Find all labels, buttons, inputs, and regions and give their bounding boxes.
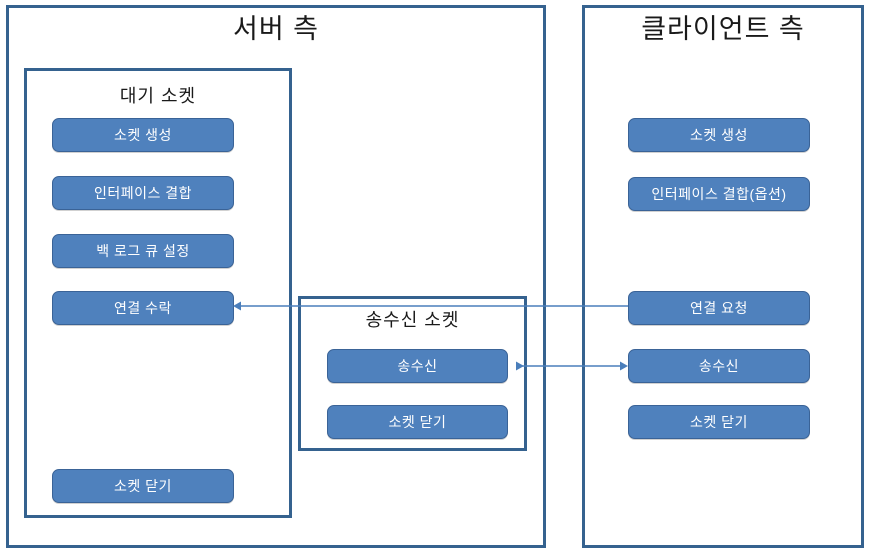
node-label: 연결 요청 xyxy=(690,300,748,316)
server-node-close-socket[interactable]: 소켓 닫기 xyxy=(52,469,234,503)
node-label: 송수신 xyxy=(397,358,438,374)
node-label: 연결 수락 xyxy=(114,300,172,316)
server-node-accept-connection[interactable]: 연결 수락 xyxy=(52,291,234,325)
server-node-transfer-close-socket[interactable]: 소켓 닫기 xyxy=(327,405,508,439)
server-node-set-backlog-queue[interactable]: 백 로그 큐 설정 xyxy=(52,234,234,268)
node-label: 인터페이스 결합(옵션) xyxy=(651,186,787,202)
server-panel-title: 서버 측 xyxy=(232,14,320,44)
node-label: 소켓 생성 xyxy=(690,127,748,143)
node-label: 인터페이스 결합 xyxy=(93,185,193,201)
node-label: 송수신 xyxy=(698,358,740,374)
transfer-socket-title: 송수신 소켓 xyxy=(365,310,460,330)
node-label: 소켓 닫기 xyxy=(388,414,447,430)
node-label: 소켓 닫기 xyxy=(690,414,748,430)
client-panel xyxy=(582,5,864,548)
node-label: 소켓 생성 xyxy=(114,127,172,143)
client-panel-title: 클라이언트 측 xyxy=(641,14,805,44)
client-node-transfer[interactable]: 송수신 xyxy=(628,349,810,383)
client-node-create-socket[interactable]: 소켓 생성 xyxy=(628,118,810,152)
listening-socket-title: 대기 소켓 xyxy=(119,86,197,106)
client-node-bind-interface-optional[interactable]: 인터페이스 결합(옵션) xyxy=(628,177,810,211)
client-node-connect-request[interactable]: 연결 요청 xyxy=(628,291,810,325)
server-node-bind-interface[interactable]: 인터페이스 결합 xyxy=(52,176,234,210)
node-label: 소켓 닫기 xyxy=(114,478,172,494)
server-node-transfer[interactable]: 송수신 xyxy=(327,349,508,383)
server-node-create-socket[interactable]: 소켓 생성 xyxy=(52,118,234,152)
node-label: 백 로그 큐 설정 xyxy=(96,243,190,259)
client-node-close-socket[interactable]: 소켓 닫기 xyxy=(628,405,810,439)
